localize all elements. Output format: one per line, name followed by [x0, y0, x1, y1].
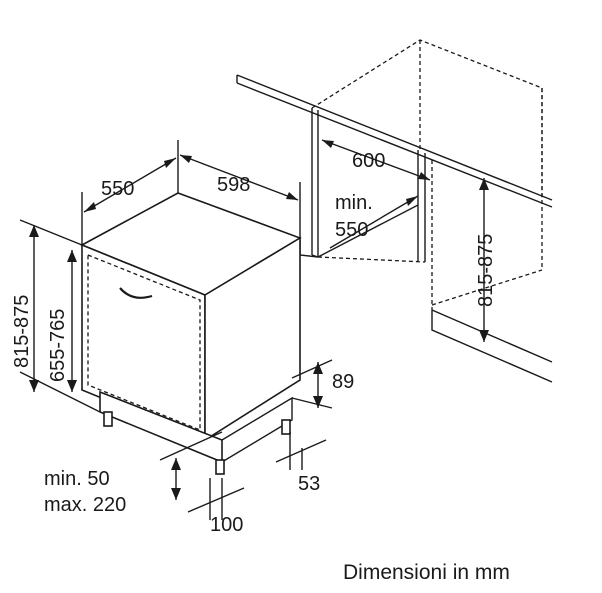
dishwasher-body: [80, 192, 302, 475]
caption: Dimensioni in mm: [343, 561, 510, 584]
label-door-max: max. 220: [44, 494, 126, 516]
label-outer-height: 815-875: [11, 295, 33, 368]
foot-right: [281, 419, 291, 435]
foot-left: [103, 411, 113, 427]
door-handle: [119, 287, 153, 299]
label-598-width: 598: [217, 174, 250, 196]
label-door-min: min. 50: [44, 468, 110, 490]
label-niche-depth-min: min.: [335, 192, 373, 214]
label-foot-depth: 100: [210, 514, 243, 536]
label-600-niche-width: 600: [352, 150, 385, 172]
label-niche-depth-value: 550: [335, 219, 368, 241]
label-niche-height: 815-875: [475, 234, 497, 307]
label-plinth-height: 89: [332, 371, 354, 393]
label-foot-offset: 53: [298, 473, 320, 495]
dimension-arrows: [29, 140, 489, 500]
dimension-lines: [19, 139, 485, 520]
foot-front: [215, 459, 225, 475]
niche-hidden-lines: [311, 39, 543, 310]
label-inner-height: 655-765: [47, 309, 69, 382]
label-550-depth: 550: [101, 178, 134, 200]
